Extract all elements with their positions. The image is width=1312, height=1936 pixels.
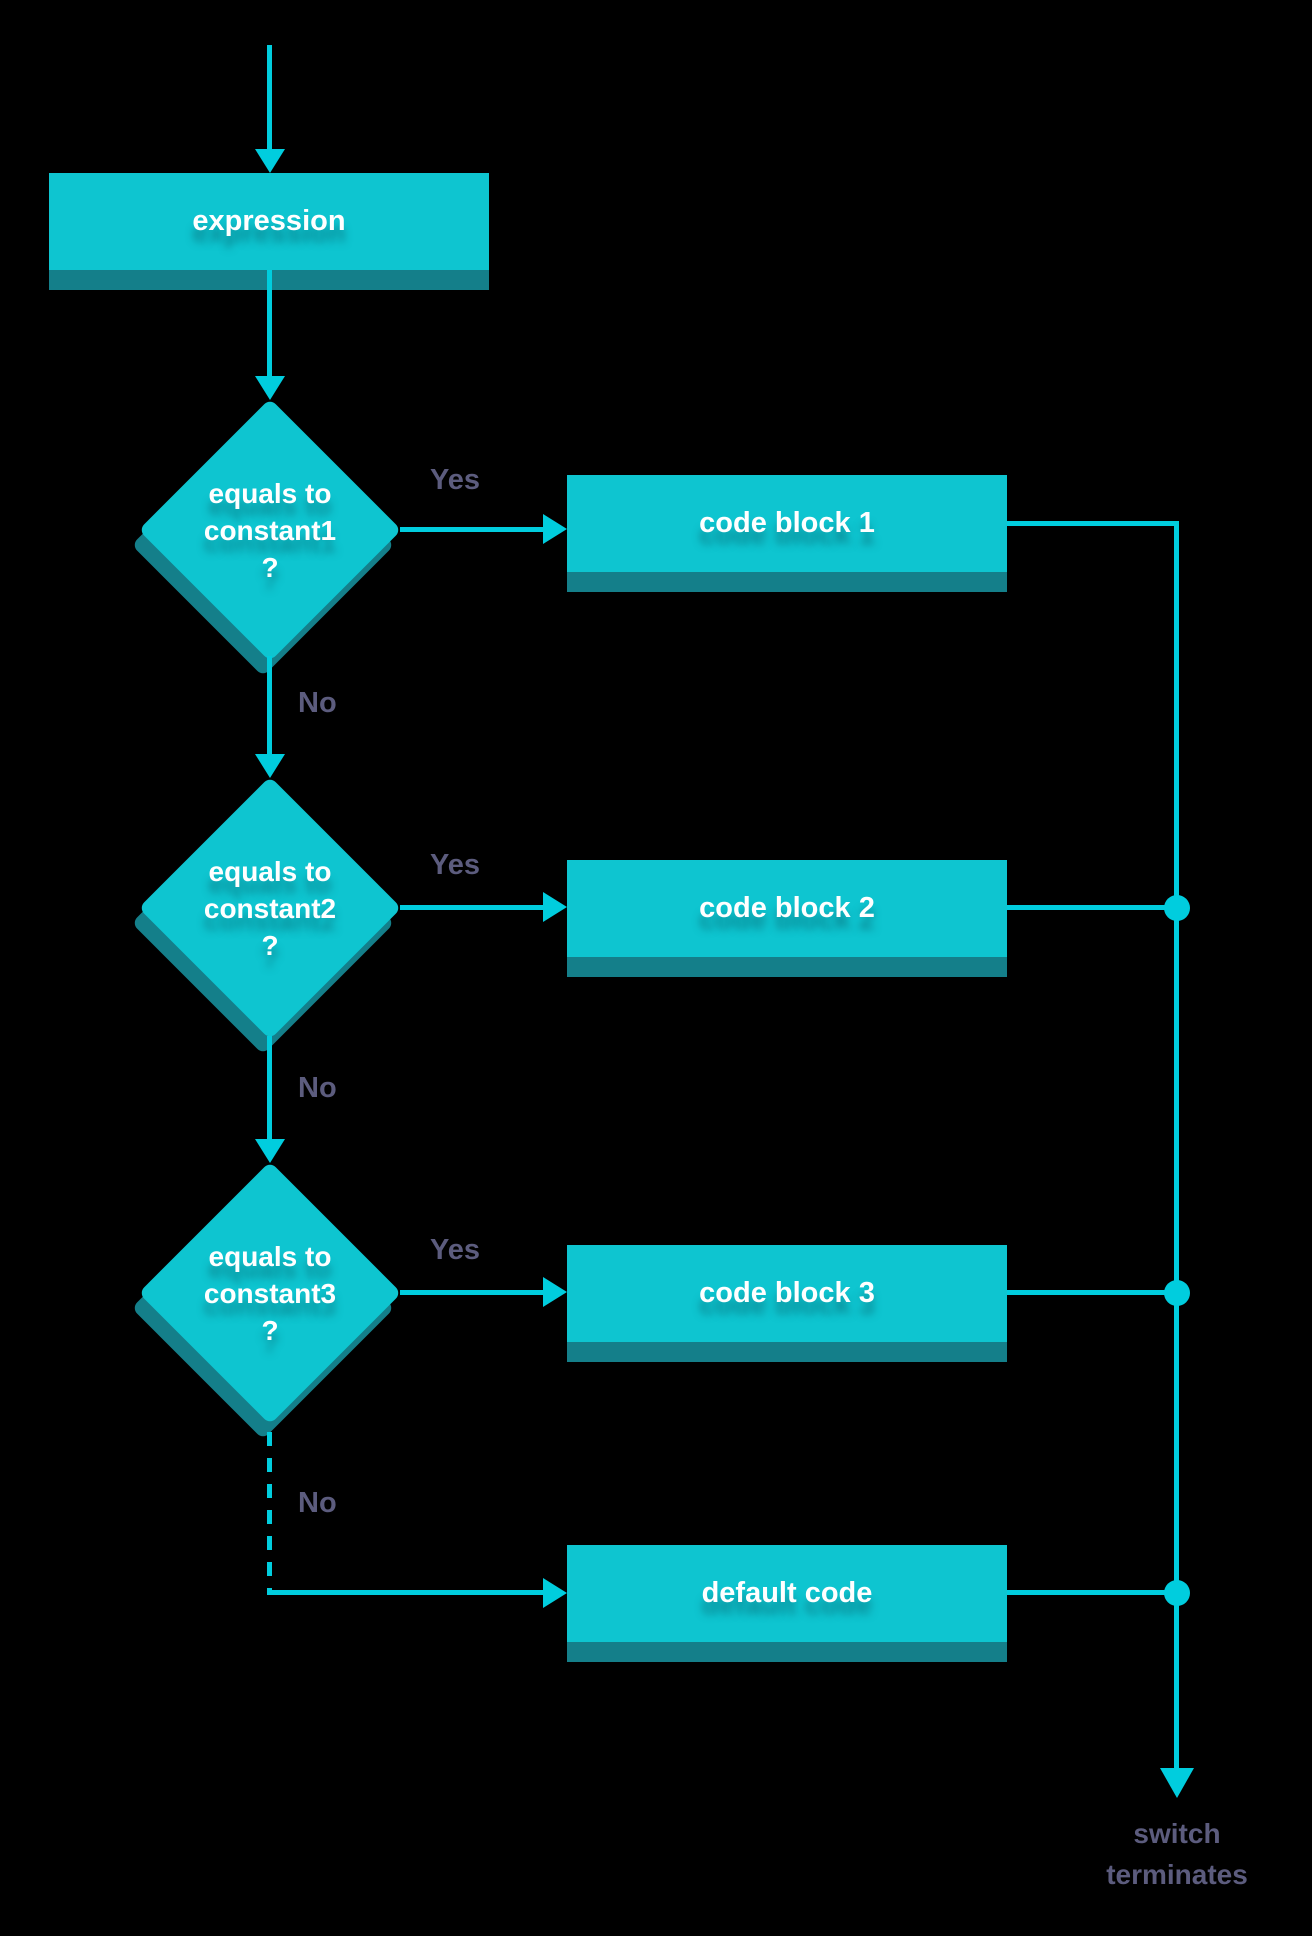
code-block-3-label: code block 3 xyxy=(699,1277,875,1309)
edge-no3-dashed-line xyxy=(267,1432,272,1593)
start-edge-arrowhead-icon xyxy=(255,149,285,173)
yes-label-2: Yes xyxy=(430,849,480,881)
yes-label-1: Yes xyxy=(430,464,480,496)
edge-expression-to-decision1-arrowhead-icon xyxy=(255,376,285,400)
decision2-label-line1: equals to xyxy=(208,855,332,887)
edge-codeblock3-to-rail-line xyxy=(1007,1290,1179,1295)
edge-yes2-line xyxy=(400,905,545,910)
edge-yes3-arrowhead-icon xyxy=(543,1277,567,1307)
decision2-label-line3: ? xyxy=(261,929,279,961)
decision3-label-line3: ? xyxy=(261,1314,279,1346)
yes-label-3: Yes xyxy=(430,1234,480,1266)
edge-expression-to-decision1-line xyxy=(267,270,272,378)
code-block-2-node: code block 2 xyxy=(567,860,1007,977)
terminal-label-line2: terminates xyxy=(1106,1859,1248,1890)
decision3-label-line1: equals to xyxy=(208,1240,332,1272)
edge-yes3-line xyxy=(400,1290,545,1295)
edge-no1-arrowhead-icon xyxy=(255,754,285,778)
edge-yes1-line xyxy=(400,527,545,532)
no-label-3: No xyxy=(298,1487,337,1519)
edge-yes1-arrowhead-icon xyxy=(543,514,567,544)
code-block-1-node: code block 1 xyxy=(567,475,1007,592)
terminal-label: switch terminates xyxy=(1027,1813,1312,1895)
decision1-label: equals to constant1 ? xyxy=(138,398,402,662)
edge-no2-arrowhead-icon xyxy=(255,1139,285,1163)
start-edge-line xyxy=(267,45,272,151)
edge-codeblock1-to-rail-line xyxy=(1007,521,1179,526)
default-code-node: default code xyxy=(567,1545,1007,1662)
terminal-label-line1: switch xyxy=(1133,1818,1221,1849)
decision3-node: equals to constant3 ? xyxy=(131,1161,402,1440)
junction-dot-codeblock3 xyxy=(1164,1280,1190,1306)
decision3-label: equals to constant3 ? xyxy=(138,1161,402,1425)
no-label-1: No xyxy=(298,687,337,719)
junction-dot-default xyxy=(1164,1580,1190,1606)
edge-no3-to-default-line xyxy=(267,1590,545,1595)
terminal-arrowhead-icon xyxy=(1160,1768,1194,1798)
junction-dot-codeblock2 xyxy=(1164,895,1190,921)
decision1-label-line1: equals to xyxy=(208,477,332,509)
edge-no3-to-default-arrowhead-icon xyxy=(543,1578,567,1608)
decision1-node: equals to constant1 ? xyxy=(131,398,402,677)
edge-codeblock2-to-rail-line xyxy=(1007,905,1179,910)
decision1-label-line2: constant1 xyxy=(203,514,337,546)
decision1-label-line3: ? xyxy=(261,551,279,583)
code-block-2-label: code block 2 xyxy=(699,892,875,924)
edge-default-to-rail-line xyxy=(1007,1590,1179,1595)
code-block-3-node: code block 3 xyxy=(567,1245,1007,1362)
edge-yes2-arrowhead-icon xyxy=(543,892,567,922)
expression-node-label: expression xyxy=(192,205,346,237)
default-code-label: default code xyxy=(701,1577,873,1609)
code-block-1-label: code block 1 xyxy=(699,507,875,539)
decision3-label-line2: constant3 xyxy=(203,1277,337,1309)
decision2-label: equals to constant2 ? xyxy=(138,776,402,1040)
edge-no1-line xyxy=(267,656,272,756)
no-label-2: No xyxy=(298,1072,337,1104)
decision2-node: equals to constant2 ? xyxy=(131,776,402,1055)
merge-rail-line xyxy=(1174,521,1179,1772)
edge-no2-line xyxy=(267,1036,272,1141)
decision2-label-line2: constant2 xyxy=(203,892,337,924)
